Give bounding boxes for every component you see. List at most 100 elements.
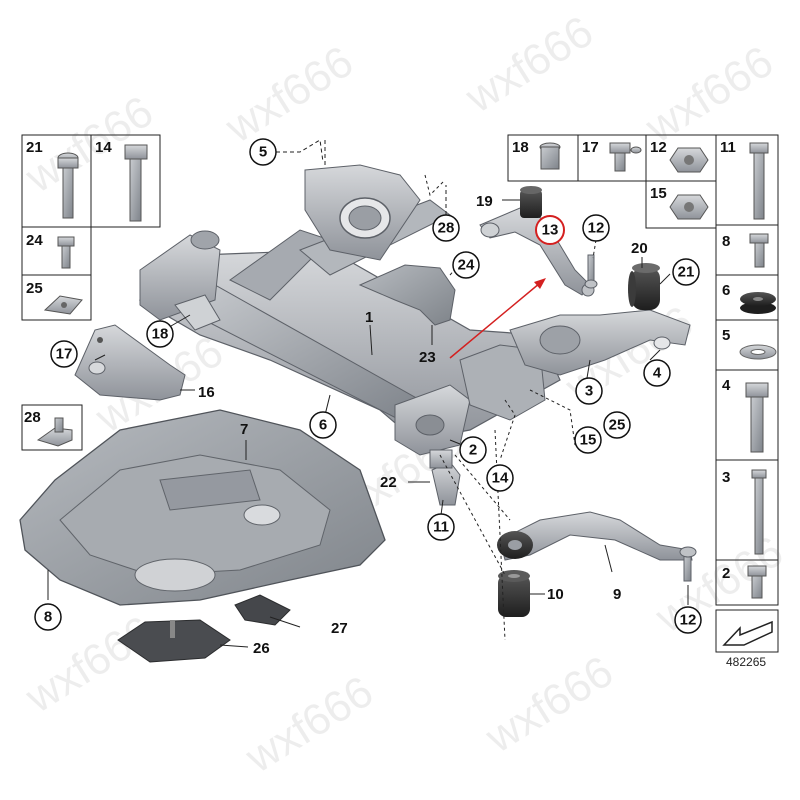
cover-27	[234, 594, 291, 626]
part-18-mount	[174, 294, 221, 331]
svg-text:3: 3	[585, 383, 593, 400]
svg-text:21: 21	[678, 264, 695, 281]
svg-text:28: 28	[438, 220, 455, 237]
svg-text:15: 15	[580, 432, 597, 449]
label-19[interactable]: 19	[476, 193, 493, 210]
control-arm-9	[499, 511, 697, 582]
bolt-8-icon	[749, 233, 769, 268]
diagram-number: 482265	[726, 655, 767, 669]
panel-label-11: 11	[720, 139, 736, 156]
svg-text:5: 5	[259, 144, 267, 161]
callout-24[interactable]: 24	[452, 251, 480, 279]
panel-label-18: 18	[512, 139, 529, 156]
callout-3[interactable]: 3	[575, 377, 603, 405]
panel-label-14: 14	[95, 139, 112, 156]
label-10[interactable]: 10	[547, 586, 564, 603]
callout-4[interactable]: 4	[643, 359, 671, 387]
svg-text:14: 14	[492, 470, 509, 487]
label-23[interactable]: 23	[419, 349, 436, 366]
label-9[interactable]: 9	[613, 586, 621, 603]
callout-15[interactable]: 15	[574, 426, 602, 454]
svg-text:20: 20	[631, 240, 648, 257]
nut-12-icon	[669, 147, 709, 173]
panel-label-5: 5	[722, 327, 730, 344]
svg-text:12: 12	[588, 220, 605, 237]
svg-text:18: 18	[152, 326, 169, 343]
bolt-4-icon	[745, 382, 769, 453]
bolt-2-icon	[747, 565, 767, 599]
svg-text:17: 17	[56, 346, 73, 363]
svg-text:23: 23	[419, 349, 436, 366]
svg-text:19: 19	[476, 193, 493, 210]
panel-label-25: 25	[26, 280, 43, 297]
svg-text:4: 4	[653, 365, 662, 382]
bolt-17-icon	[609, 142, 642, 172]
bushing-18-icon	[539, 142, 561, 170]
bracket-16	[74, 324, 186, 401]
callout-5[interactable]: 5	[249, 138, 277, 166]
panel-label-3: 3	[722, 469, 730, 486]
svg-text:22: 22	[380, 474, 397, 491]
label-20[interactable]: 20	[631, 240, 648, 257]
bolt-11-icon	[749, 142, 769, 220]
leader-lines	[47, 139, 689, 648]
bolt-3-icon	[751, 469, 767, 555]
callout-8[interactable]: 8	[34, 603, 62, 631]
svg-text:24: 24	[458, 257, 475, 274]
svg-text:10: 10	[547, 586, 564, 603]
label-1[interactable]: 1	[365, 309, 373, 326]
callout-6[interactable]: 6	[309, 411, 337, 439]
label-27[interactable]: 27	[331, 620, 348, 637]
panel-label-28: 28	[24, 409, 41, 426]
svg-text:13: 13	[542, 222, 559, 239]
bolt-24-icon	[57, 236, 75, 269]
callout-12-top[interactable]: 12	[582, 214, 610, 242]
fastener-panel-right-column: 11 8 6 5	[715, 134, 779, 653]
washer-5-icon	[739, 344, 777, 360]
callout-25[interactable]: 25	[603, 411, 631, 439]
nut-15-icon	[669, 194, 709, 220]
svg-text:6: 6	[319, 417, 327, 434]
panel-label-4: 4	[722, 377, 731, 394]
callout-14[interactable]: 14	[486, 464, 514, 492]
direction-arrow-icon	[722, 620, 773, 646]
rubber-mount-6-icon	[740, 292, 776, 314]
svg-text:12: 12	[680, 612, 697, 629]
callout-21[interactable]: 21	[672, 258, 700, 286]
label-22[interactable]: 22	[380, 474, 397, 491]
panel-label-15: 15	[650, 185, 667, 202]
svg-text:16: 16	[198, 384, 215, 401]
fastener-panel-left-lower: 28	[21, 404, 83, 451]
callout-13-highlighted[interactable]: 13	[535, 215, 565, 245]
hydro-mount-20	[628, 263, 660, 310]
label-26[interactable]: 26	[253, 640, 270, 657]
callout-11[interactable]: 11	[427, 513, 455, 541]
svg-text:8: 8	[44, 609, 52, 626]
label-16[interactable]: 16	[198, 384, 215, 401]
fastener-panel-top-right: 18 17 12 15	[507, 134, 717, 229]
callout-2[interactable]: 2	[459, 436, 487, 464]
heat-shield-23	[358, 264, 456, 326]
label-7[interactable]: 7	[240, 421, 248, 438]
panel-label-24: 24	[26, 232, 43, 249]
panel-label-2: 2	[722, 565, 730, 582]
callout-18[interactable]: 18	[146, 320, 174, 348]
brace-3	[509, 309, 691, 376]
cover-26	[117, 619, 231, 663]
arm-bushing-9	[497, 531, 533, 559]
bolt-14-icon	[124, 144, 148, 222]
bracket-28-icon	[36, 417, 73, 447]
panel-label-6: 6	[722, 282, 730, 299]
highlight-arrow	[449, 278, 546, 359]
hydro-bushing-10	[498, 570, 530, 617]
svg-text:9: 9	[613, 586, 621, 603]
callout-12-bottom[interactable]: 12	[674, 606, 702, 634]
fastener-panel-left-top: 21 14	[21, 134, 161, 228]
callout-17[interactable]: 17	[50, 340, 78, 368]
svg-text:27: 27	[331, 620, 348, 637]
callout-28[interactable]: 28	[432, 214, 460, 242]
fastener-panel-left-mid: 24	[21, 226, 92, 276]
ball-joint-pin-12	[584, 254, 598, 289]
